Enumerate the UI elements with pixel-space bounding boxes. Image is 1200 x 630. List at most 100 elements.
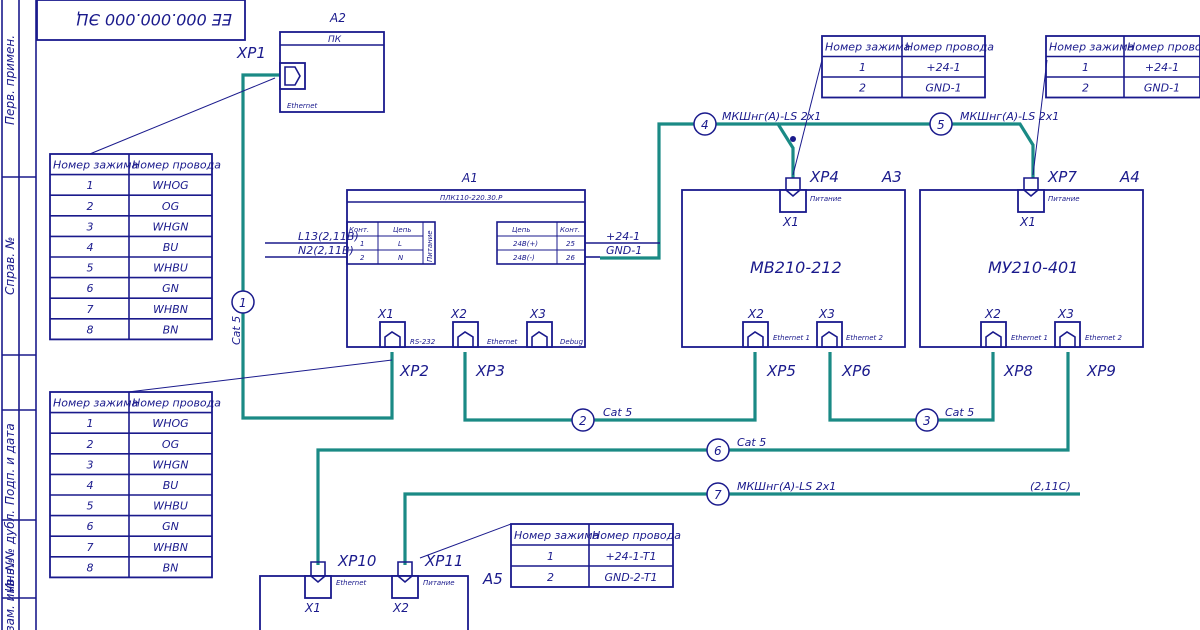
xp6-label: XP6	[841, 362, 871, 380]
cable-7-num: 7	[714, 488, 722, 502]
a1-right-head-2: Конт.	[560, 226, 580, 234]
cable-5-label: МКШнг(А)-LS 2х1	[960, 110, 1059, 123]
ethernet-table-2-row-clamp: 6	[87, 520, 94, 533]
cable-7-marker: 7 МКШнг(А)-LS 2х1 (2,11С)	[706, 480, 1071, 506]
ethernet-table-2-row-clamp: 1	[87, 417, 94, 430]
a1-right-k2: 26	[566, 254, 575, 262]
power-table-a3-row-clamp: 1	[859, 61, 866, 74]
ethernet-table-2-row-clamp: 5	[87, 500, 94, 513]
document-code-box: ЕЕ 000.000.000 ЭЦ	[36, 0, 246, 41]
power-table-a4-row-clamp: 1	[1082, 61, 1089, 74]
cable-1-marker: 1 Cat 5	[230, 290, 255, 345]
a3-ref: A3	[881, 168, 902, 186]
power-table-a5-row-wire: GND-2-T1	[604, 571, 657, 584]
a4-x2: X2	[984, 307, 1001, 321]
ethernet-table-2-row-wire: WHBU	[153, 500, 188, 513]
ethernet-table-1-row-wire: BU	[163, 241, 179, 254]
device-a5: X1 Ethernet XP10 X2 Питание XP11 A5	[259, 552, 503, 630]
a1-left-c2: N	[398, 254, 404, 262]
xp2-label: XP2	[399, 362, 429, 380]
a2-name: ПК	[328, 35, 342, 45]
cable-3-label: Cat 5	[945, 406, 974, 419]
a1-left-k2: 2	[360, 254, 365, 262]
a3-x3: X3	[818, 307, 835, 321]
xp4-label: XP4	[809, 168, 839, 186]
power-table-a5-row-clamp: 2	[547, 571, 554, 584]
power-table-a4-row-clamp: 2	[1082, 82, 1089, 95]
device-a1: A1 ПЛК110-220.30.Р Конт. Цепь 1 L 2 N Пи…	[265, 171, 660, 380]
ethernet-table-1-row-wire: WHOG	[152, 179, 188, 192]
power-table-a4-row-wire: GND-1	[1144, 82, 1180, 95]
a3-x2: X2	[747, 307, 764, 321]
ethernet-table-2-row-wire: OG	[162, 438, 179, 451]
cable-7-end: (2,11С)	[1030, 480, 1071, 493]
cable-1-num: 1	[239, 296, 247, 310]
ethernet-table-1-row-wire: BN	[163, 323, 179, 336]
ethernet-table-2-row-clamp: 7	[87, 541, 94, 554]
a1-output-2: GND-1	[606, 244, 642, 257]
ethernet-table-1-row-clamp: 8	[87, 323, 94, 336]
cable-4-marker: 4 МКШнг(А)-LS 2х1	[693, 110, 821, 136]
a1-x2: X2	[450, 307, 467, 321]
ethernet-table-2-row-wire: BN	[163, 561, 179, 574]
cable-6-marker: 6 Cat 5	[706, 436, 766, 462]
a1-left-k1: 1	[360, 240, 364, 248]
a1-output-1: +24-1	[606, 230, 640, 243]
leader-line	[1032, 59, 1048, 176]
ethernet-table-2-row-wire: BU	[163, 479, 179, 492]
a1-left-head-1: Конт.	[349, 226, 369, 234]
xp7-label: XP7	[1047, 168, 1077, 186]
cable-5-num: 5	[937, 118, 945, 132]
ethernet-table-1-row-clamp: 7	[87, 303, 94, 316]
ethernet-table-2-row-wire: WHBN	[153, 541, 188, 554]
leader-line	[792, 59, 823, 176]
side-stamp: Перв. примен. Справ. № Подп. и дата Инв.…	[1, 0, 37, 630]
a1-left-side: Питание	[426, 230, 434, 262]
ethernet-table-1-row-clamp: 4	[87, 241, 94, 254]
a2-port-label: Ethernet	[287, 102, 318, 110]
power-table-a5-head-clamp: Номер зажима	[514, 529, 599, 542]
ethernet-table-2-row-clamp: 4	[87, 479, 94, 492]
power-table-a4-row-wire: +24-1	[1145, 61, 1179, 74]
ethernet-table-1-head-clamp: Номер зажима	[53, 159, 138, 172]
power-table-a3-row-wire: GND-1	[925, 82, 961, 95]
power-table-a3-row-clamp: 2	[859, 82, 866, 95]
cable-lines	[241, 73, 1080, 565]
ethernet-table-2-head-clamp: Номер зажима	[53, 397, 138, 410]
a5-ref: A5	[482, 570, 503, 588]
a1-right-c2: 24В(-)	[513, 254, 535, 262]
a1-input-1: L13(2,11В)	[298, 230, 359, 243]
leader-line	[79, 77, 276, 159]
ethernet-table-1-row-clamp: 6	[87, 282, 94, 295]
xp5-label: XP5	[766, 362, 796, 380]
cable-4-label: МКШнг(А)-LS 2х1	[722, 110, 821, 123]
cable-5-marker: 5 МКШнг(А)-LS 2х1	[929, 110, 1059, 136]
ethernet-table-1-row-wire: OG	[162, 200, 179, 213]
a4-x1: X1	[1019, 215, 1036, 229]
stamp-sprav: Справ. №	[3, 237, 17, 295]
power-table-a3-row-wire: +24-1	[926, 61, 960, 74]
document-code: ЕЕ 000.000.000 ЭЦ	[76, 10, 232, 29]
xp11-label: XP11	[424, 552, 463, 570]
a5-ethernet-label: Ethernet	[336, 579, 367, 587]
xp3-label: XP3	[475, 362, 505, 380]
a5-x2: X2	[392, 601, 409, 615]
stamp-podp: Подп. и дата	[3, 423, 17, 505]
device-a4: A4 МУ210-401 X1 Питание XP7 X2 Ethernet …	[919, 168, 1144, 380]
a1-x1: X1	[377, 307, 394, 321]
a1-ref: A1	[461, 171, 478, 185]
cable-2-marker: 2 Cat 5	[571, 406, 632, 432]
a1-x3-label: Debug	[560, 338, 584, 346]
ethernet-table-2-row-wire: WHGN	[153, 458, 189, 471]
a1-left-c1: L	[398, 240, 402, 248]
a5-x1: X1	[304, 601, 321, 615]
a4-power-label: Питание	[1048, 195, 1080, 203]
cable-6-label: Cat 5	[737, 436, 766, 449]
power-table-a4-head-wire: Номер провода	[1127, 41, 1200, 54]
leader-line	[119, 359, 393, 394]
device-a2: A2 ПК Ethernet XP1	[236, 11, 385, 113]
device-a3: A3 МВ210-212 X1 Питание XP4 X2 Ethernet …	[681, 168, 906, 380]
a1-left-head-2: Цепь	[393, 226, 411, 234]
